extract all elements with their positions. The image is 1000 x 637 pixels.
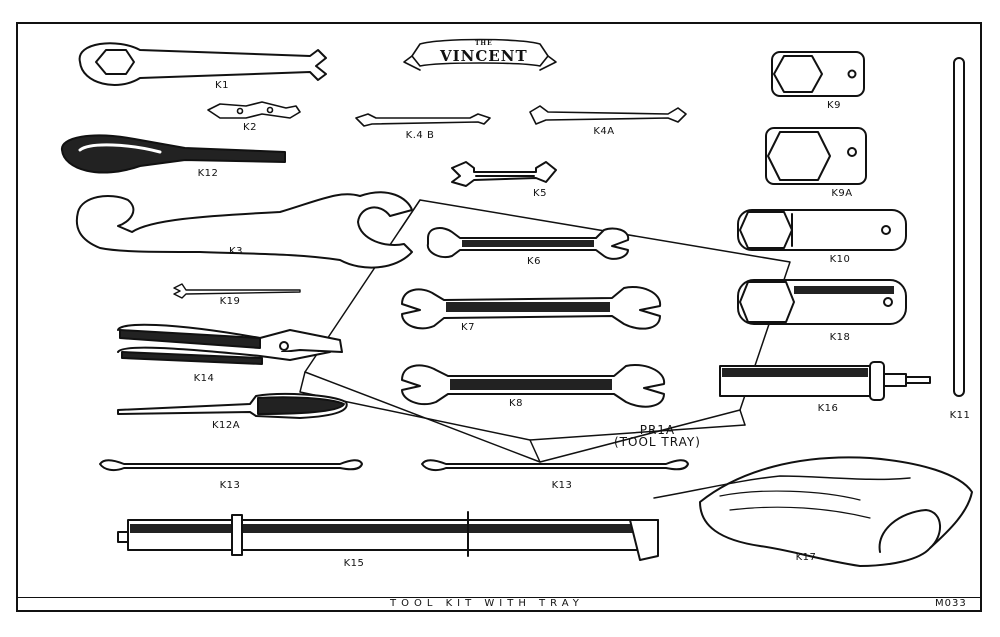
label-k10: K10 bbox=[829, 254, 851, 265]
label-k4b: K.4 B bbox=[405, 130, 435, 141]
caption-divider bbox=[16, 597, 982, 598]
label-k14: K14 bbox=[193, 373, 215, 384]
label-k15: K15 bbox=[343, 558, 365, 569]
brand-name: THE VINCENT bbox=[440, 40, 528, 65]
label-k3: K3 bbox=[229, 246, 243, 257]
vincent-brand-banner bbox=[403, 38, 557, 71]
screwdriver-k12a bbox=[117, 393, 348, 419]
label-k19: K19 bbox=[219, 296, 241, 307]
label-k2: K2 bbox=[243, 122, 257, 133]
wrench-k3 bbox=[75, 191, 413, 269]
wrench-k8 bbox=[401, 364, 666, 408]
wrench-k5 bbox=[451, 161, 557, 187]
tyre-lever-k13-left bbox=[99, 459, 363, 472]
box-spanner-k10 bbox=[737, 209, 907, 251]
wrench-k1 bbox=[78, 42, 327, 86]
tyre-lever-k13-right bbox=[421, 459, 689, 472]
wrench-k4a bbox=[529, 105, 687, 125]
wrench-k2 bbox=[207, 101, 301, 119]
label-k7: K7 bbox=[461, 322, 475, 333]
pliers-k14 bbox=[117, 323, 343, 365]
drawing-caption: TOOL KIT WITH TRAY bbox=[390, 598, 584, 609]
wrench-k7 bbox=[401, 286, 662, 330]
tool-tray-pr1a bbox=[299, 199, 791, 463]
label-k18: K18 bbox=[829, 332, 851, 343]
label-k9a: K9A bbox=[831, 188, 853, 199]
tyre-pump-k15 bbox=[117, 511, 659, 561]
tray-description: (TOOL TRAY) bbox=[614, 435, 701, 449]
label-k13-left: K13 bbox=[219, 480, 241, 491]
label-k13-right: K13 bbox=[551, 480, 573, 491]
tray-label: PR1A (TOOL TRAY) bbox=[614, 424, 701, 448]
tray-code: PR1A bbox=[639, 423, 676, 437]
grease-gun-k16 bbox=[719, 361, 931, 401]
screwdriver-k12 bbox=[60, 134, 286, 174]
label-k17: K17 bbox=[795, 552, 817, 563]
label-k12: K12 bbox=[197, 168, 219, 179]
label-k5: K5 bbox=[533, 188, 547, 199]
drawing-code: M033 bbox=[935, 598, 967, 609]
label-k12a: K12A bbox=[211, 420, 241, 431]
tommy-bar-k11 bbox=[953, 57, 965, 397]
label-k1: K1 bbox=[215, 80, 229, 91]
label-k16: K16 bbox=[817, 403, 839, 414]
label-k9: K9 bbox=[827, 100, 841, 111]
tool-roll-k17 bbox=[653, 456, 973, 567]
label-k11: K11 bbox=[949, 410, 971, 421]
wrench-k4b bbox=[355, 113, 491, 127]
box-spanner-k18 bbox=[737, 279, 907, 325]
box-spanner-k9 bbox=[771, 51, 865, 97]
wrench-k19 bbox=[173, 283, 301, 299]
drawing-frame bbox=[16, 22, 982, 612]
label-k6: K6 bbox=[527, 256, 541, 267]
label-k4a: K4A bbox=[593, 126, 615, 137]
box-spanner-k9a bbox=[765, 127, 867, 185]
wrench-k6 bbox=[426, 227, 630, 260]
label-k8: K8 bbox=[509, 398, 523, 409]
